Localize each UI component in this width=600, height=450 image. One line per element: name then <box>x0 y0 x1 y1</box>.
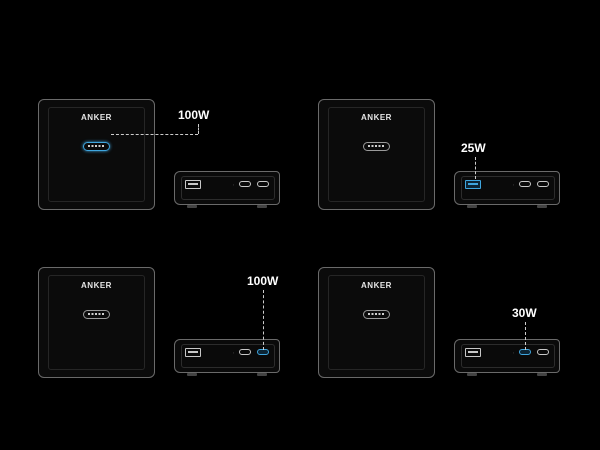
scene-bottom-left: ANKER ◦ 100W <box>0 168 300 393</box>
power-label: 25W <box>461 141 486 155</box>
usb-a-port <box>465 348 481 357</box>
charger-front: ANKER <box>38 99 155 210</box>
callout-line <box>475 157 476 179</box>
usb-c1-port <box>239 181 251 187</box>
power-label: 30W <box>512 306 537 320</box>
callout-line <box>111 134 198 135</box>
front-usbc-port <box>363 310 390 319</box>
scene-top-right: ANKER ◦ 25W <box>280 0 580 225</box>
usb-a-port <box>465 180 481 189</box>
callout-line <box>263 290 264 350</box>
usb-c1-port <box>239 349 251 355</box>
power-label: 100W <box>178 108 210 122</box>
charger-side: ◦ <box>174 339 280 376</box>
power-label: 100W <box>247 274 279 288</box>
scene-bottom-right: ANKER ◦ 30W <box>280 168 580 393</box>
brand-logo: ANKER <box>81 113 112 122</box>
usb-a-port <box>185 180 201 189</box>
brand-logo: ANKER <box>81 281 112 290</box>
scene-top-left: ANKER ◦ 100W <box>0 0 300 225</box>
charger-side: ◦ <box>174 171 280 208</box>
callout-line <box>525 322 526 350</box>
front-usbc-port <box>83 142 110 151</box>
charger-side: ◦ <box>454 339 560 376</box>
brand-logo: ANKER <box>361 281 392 290</box>
brand-logo: ANKER <box>361 113 392 122</box>
usb-c1-port <box>519 181 531 187</box>
callout-line <box>198 124 199 134</box>
front-usbc-port <box>363 142 390 151</box>
charger-front: ANKER <box>38 267 155 378</box>
charger-front: ANKER <box>318 99 435 210</box>
usb-c2-port <box>537 349 549 355</box>
usb-c2-port <box>257 181 269 187</box>
charger-front: ANKER <box>318 267 435 378</box>
charger-face <box>48 107 145 202</box>
usb-a-port <box>185 348 201 357</box>
charger-side: ◦ <box>454 171 560 208</box>
front-usbc-port <box>83 310 110 319</box>
usb-c2-port <box>537 181 549 187</box>
